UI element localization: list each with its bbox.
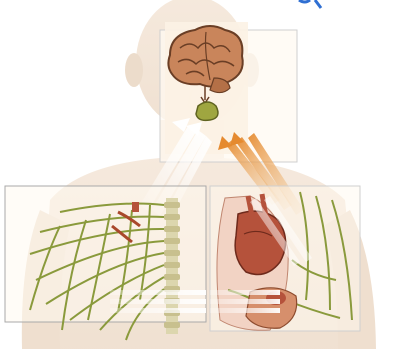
- nervous-system-panel: [5, 186, 206, 340]
- pituitary-gland-icon: [196, 102, 218, 120]
- title-fragment: [299, 0, 321, 8]
- horizontal-arrows-left: [110, 290, 206, 313]
- spine: [164, 198, 180, 334]
- horizontal-arrows-right: [210, 290, 280, 313]
- heart-and-organs-panel: [210, 186, 360, 331]
